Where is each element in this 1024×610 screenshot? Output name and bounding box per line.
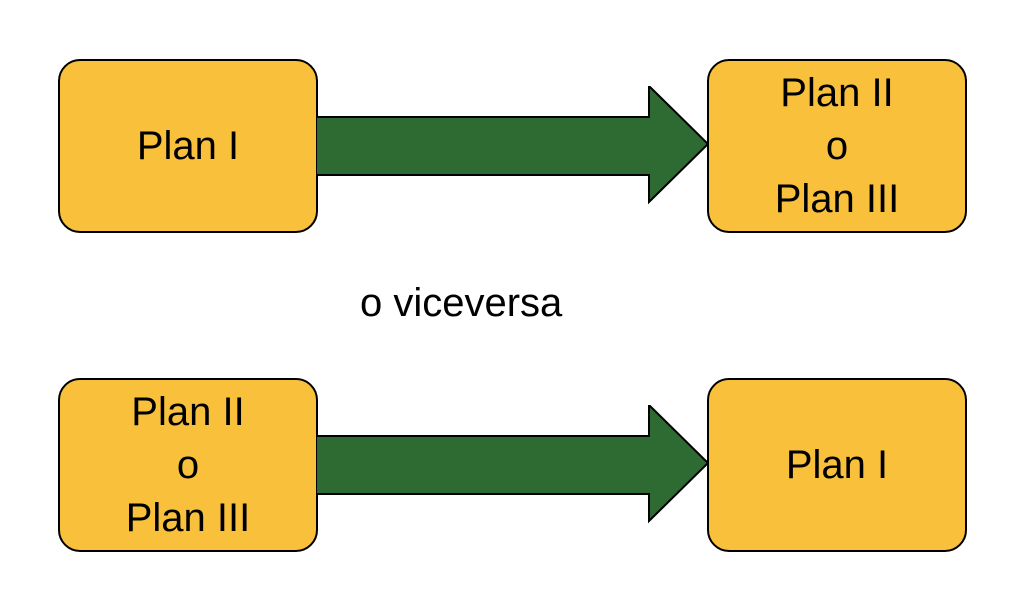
plan-box-label: Plan II: [780, 70, 894, 115]
arrow-right-shape: [316, 86, 708, 205]
plan-box-label: o: [825, 123, 849, 168]
viceversa-text: o viceversa: [360, 281, 563, 325]
plan-box-label: Plan III: [125, 495, 251, 540]
arrow-row2: [316, 405, 708, 524]
plan-box-row1-right: Plan II o Plan III: [707, 59, 967, 233]
arrow-row1: [316, 86, 708, 205]
plan-box-label: Plan II: [131, 389, 245, 434]
plan-box-label: Plan III: [774, 176, 900, 221]
plan-box-row1-left: Plan I: [58, 59, 318, 233]
arrow-right-shape: [316, 405, 708, 524]
plan-box-label: o: [176, 442, 200, 487]
plan-box-row2-right: Plan I: [707, 378, 967, 552]
connector-caption: o viceversa: [0, 273, 1024, 333]
plan-box-row2-left: Plan II o Plan III: [58, 378, 318, 552]
plan-box-label: Plan I: [136, 123, 240, 168]
plan-box-label: Plan I: [785, 442, 889, 487]
